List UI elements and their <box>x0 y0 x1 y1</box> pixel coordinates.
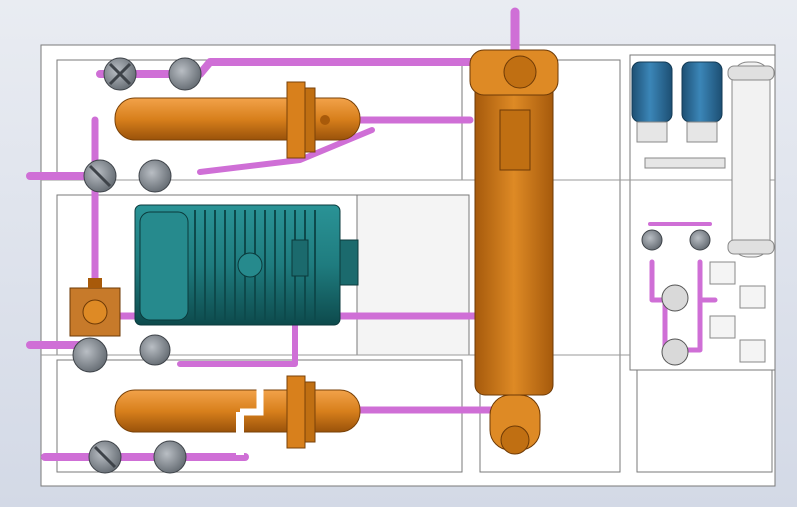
bronze-control-valve[interactable] <box>69 278 121 337</box>
blue-tank-left <box>631 61 673 143</box>
upper-vessel-nozzle <box>320 115 330 125</box>
valves <box>69 57 202 474</box>
motor-shaft-flange <box>339 239 359 286</box>
upper-separator-vessel <box>114 81 361 159</box>
gauge-box-3 <box>709 315 736 339</box>
valve-top-left[interactable] <box>103 57 137 91</box>
panel-valve-left[interactable] <box>641 229 663 251</box>
motor-end-cap <box>139 211 189 321</box>
lower-vessel-flange-back <box>304 381 316 443</box>
instrument-panel <box>631 61 775 366</box>
motor-junction-box <box>291 239 309 277</box>
compressor-top-cylinder <box>503 55 537 89</box>
valve-upper-inlet-right[interactable] <box>138 159 172 193</box>
motor-terminal-box <box>237 252 263 278</box>
compressor-bottom-cylinder <box>500 425 530 455</box>
valve-middle-left[interactable] <box>72 337 108 373</box>
compressor-upper-valve-cover <box>499 109 531 171</box>
valve-top-right[interactable] <box>168 57 202 91</box>
valve-bottom-left[interactable] <box>88 440 122 474</box>
blue-tank-right <box>681 61 723 143</box>
panel-gauges <box>709 261 766 363</box>
panel-valve-right[interactable] <box>689 229 711 251</box>
pipe-upper-diagonal <box>197 127 375 175</box>
panel-manifold <box>644 157 726 169</box>
gauge-box-4 <box>739 339 766 363</box>
pipe-mid-branch <box>177 313 298 367</box>
lower-vessel-white-riser <box>240 385 264 416</box>
panel-pump-upper[interactable] <box>661 284 689 312</box>
panel-pump-lower[interactable] <box>661 338 689 366</box>
compressor-frame <box>474 54 554 396</box>
vertical-receiver <box>727 61 775 258</box>
compressor-body <box>469 49 559 455</box>
lower-separator-vessel <box>114 375 361 455</box>
pipe-top-header <box>96 58 504 78</box>
frame-panel-bottom-right <box>636 369 773 473</box>
panel-valves <box>641 229 711 366</box>
upper-vessel-flange-back <box>304 87 316 153</box>
valve-bottom-right[interactable] <box>153 440 187 474</box>
valve-middle-right[interactable] <box>139 334 171 366</box>
gauge-box-2 <box>739 285 766 309</box>
lower-vessel-flange <box>286 375 306 449</box>
valve-upper-inlet-left[interactable] <box>83 159 117 193</box>
upper-vessel-flange <box>286 81 306 159</box>
gauge-box-1 <box>709 261 736 285</box>
drive-motor <box>134 204 359 326</box>
coupling-guard <box>356 194 470 356</box>
